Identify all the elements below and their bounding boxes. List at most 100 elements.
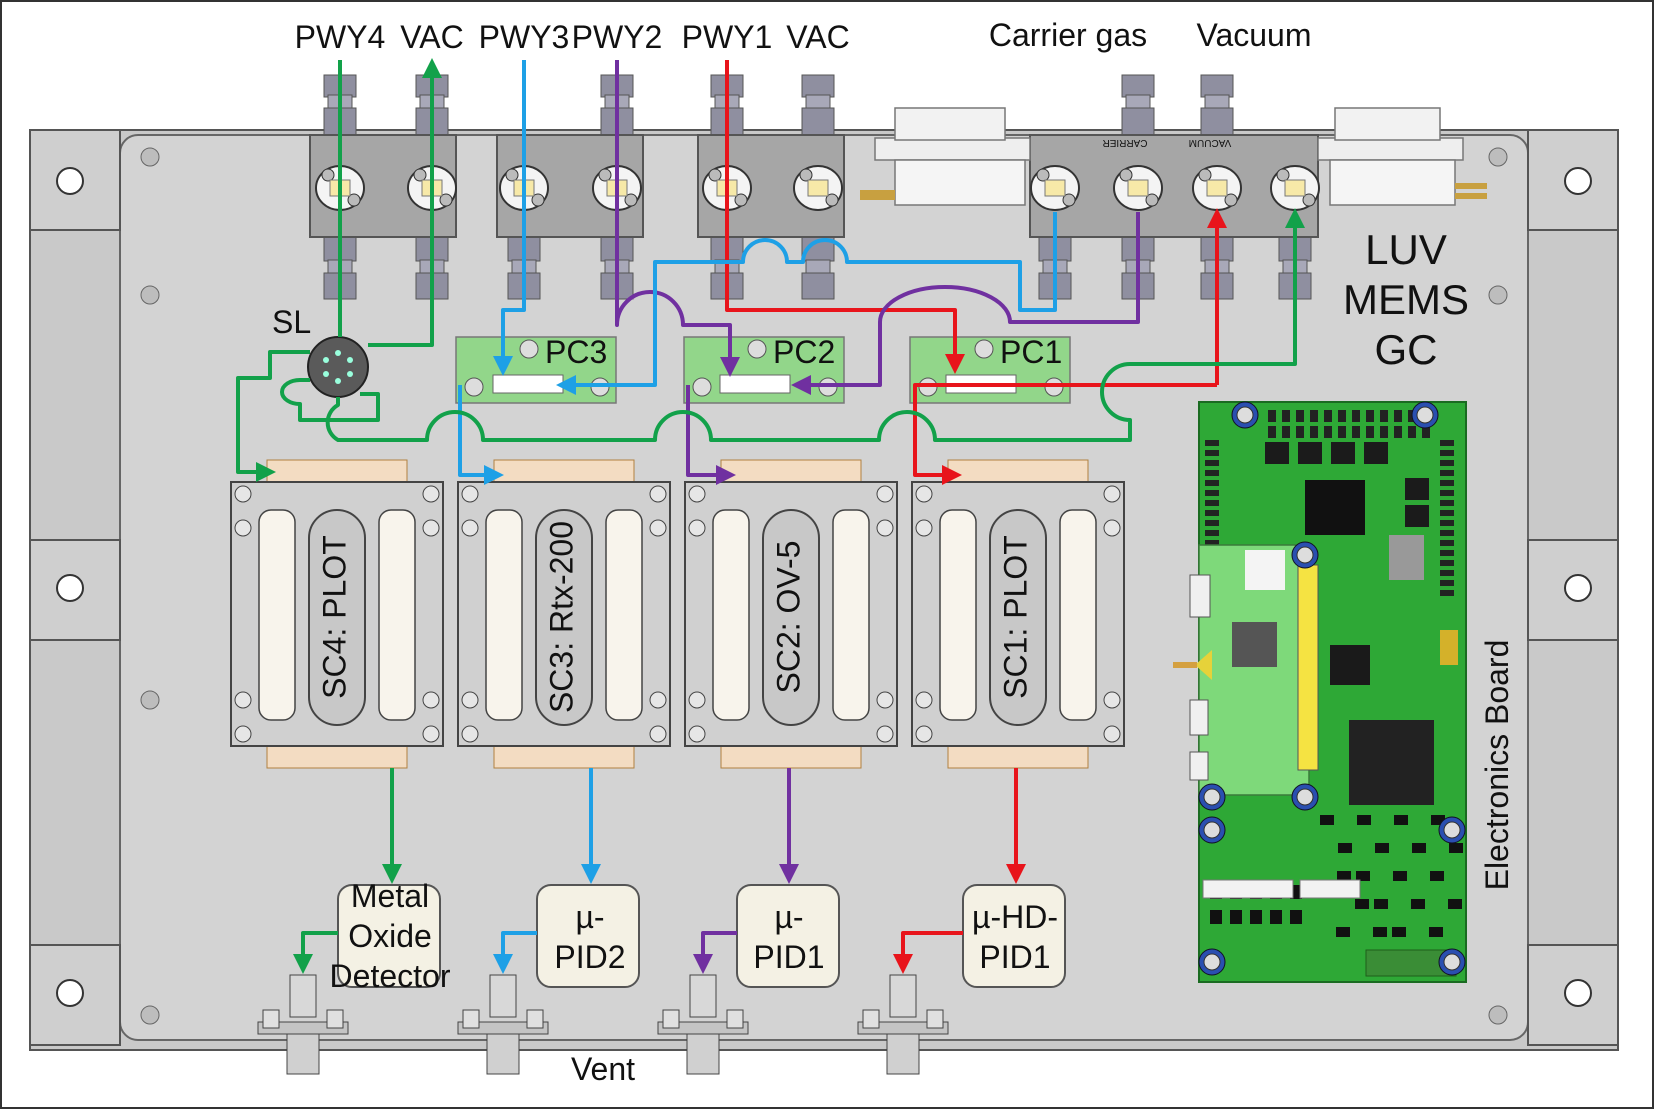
column-sc4[interactable]: SC4: PLOT xyxy=(230,459,444,769)
flow-line-pid2-to-vent xyxy=(493,931,537,974)
vent-fitting xyxy=(857,974,949,1075)
solenoid-valve xyxy=(1113,165,1163,211)
dsub-connector xyxy=(894,107,1006,141)
pressure-controllers: PC3 PC2 PC1 xyxy=(455,334,1071,404)
flow-line-carrier-to-pc3 xyxy=(556,212,1057,395)
solenoid-valve xyxy=(1030,165,1080,211)
sample-loop-label: SL xyxy=(272,304,311,340)
mounting-hole xyxy=(1564,574,1592,602)
detector-hd-pid1 xyxy=(962,884,1066,988)
solenoid-valve xyxy=(793,165,843,211)
mounting-hole xyxy=(1564,979,1592,1007)
tube-fitting xyxy=(801,74,835,136)
pressure-controller-pc3[interactable]: PC3 xyxy=(455,334,617,404)
flow-line-pid1-to-vent xyxy=(693,931,737,974)
title-line-3: GC xyxy=(1375,326,1438,373)
dsub-connector xyxy=(1334,107,1441,141)
pc3-label: PC3 xyxy=(545,334,607,370)
flow-line-pc1-to-sc1 xyxy=(913,383,1217,485)
carrier-manifold-label: CARRIER xyxy=(1102,137,1147,148)
dsub-connector xyxy=(874,137,1031,161)
vent-fittings xyxy=(257,974,949,1075)
port-labels: PWY4 VAC PWY3 PWY2 PWY1 VAC Carrier gas … xyxy=(295,17,1312,55)
device-title: LUV MEMS GC xyxy=(1343,226,1469,373)
screw xyxy=(1438,948,1466,976)
pid2-label-line-2: PID2 xyxy=(554,939,625,975)
vent-fitting xyxy=(457,974,549,1075)
detector-pid1 xyxy=(736,884,840,988)
flow-line-pwy3 xyxy=(493,60,526,376)
column-label-sc2: SC2: OV-5 xyxy=(770,541,806,694)
vacuum-manifold-label: VACUUM xyxy=(1189,137,1232,148)
flow-line-pc2-to-sc2 xyxy=(686,385,736,485)
pressure-controller-pc1[interactable]: PC1 xyxy=(909,334,1071,404)
column-sc1[interactable]: SC1: PLOT xyxy=(911,459,1125,769)
detector-metal-oxide xyxy=(337,884,441,988)
detector-labels: Metal Oxide Detector µ- PID2 µ- PID1 µ-H… xyxy=(330,878,1058,994)
flow-line-sl-to-carrier xyxy=(325,208,1305,442)
pid1-label-line-2: PID1 xyxy=(753,939,824,975)
mox-label-line-3: Detector xyxy=(330,958,451,994)
flow-paths xyxy=(236,58,1305,974)
column-sc2[interactable]: SC2: OV-5 xyxy=(684,459,898,769)
hdpid1-label-line-1: µ-HD- xyxy=(972,899,1058,935)
separation-columns: SC4: PLOT SC3: Rtx-200 SC2: OV-5 SC1: PLOT xyxy=(230,459,1125,769)
dsub-connector xyxy=(1317,137,1464,161)
vent-fitting xyxy=(257,974,349,1075)
screw xyxy=(1291,541,1319,569)
tube-fitting xyxy=(1200,74,1234,136)
tube-fitting xyxy=(801,236,835,300)
column-sc3[interactable]: SC3: Rtx-200 xyxy=(457,459,671,769)
screw xyxy=(1198,948,1226,976)
screw xyxy=(1198,783,1226,811)
flow-line-mox-to-vent xyxy=(293,931,338,974)
pid1-label-line-1: µ- xyxy=(774,899,803,935)
pc2-label: PC2 xyxy=(773,334,835,370)
port-label-pwy4: PWY4 xyxy=(295,19,386,55)
flow-line-sample-loop-coil xyxy=(280,378,380,422)
flow-line-pwy2 xyxy=(615,60,740,377)
solenoid-valve xyxy=(1270,165,1320,211)
antenna-connector-icon xyxy=(1195,650,1212,680)
tube-fitting xyxy=(1121,74,1155,136)
electronics-board xyxy=(1173,401,1467,983)
flow-line-vac-from-sl xyxy=(368,58,442,347)
title-line-2: MEMS xyxy=(1343,276,1469,323)
pressure-controller-pc2[interactable]: PC2 xyxy=(683,334,845,404)
screw xyxy=(1231,401,1259,429)
screw xyxy=(1291,783,1319,811)
sample-loop[interactable]: SL xyxy=(272,304,369,398)
dsub-connectors xyxy=(860,107,1487,206)
column-label-sc3: SC3: Rtx-200 xyxy=(543,521,579,713)
flow-line-carrier-to-pc2 xyxy=(791,212,1140,395)
column-label-sc4: SC4: PLOT xyxy=(316,535,352,699)
flow-line-sl-to-sc4 xyxy=(236,350,310,482)
pid2-label-line-1: µ- xyxy=(575,899,604,935)
flow-line-pwy1 xyxy=(725,60,965,374)
port-label-vac-left: VAC xyxy=(400,19,463,55)
hdpid1-label-line-2: PID1 xyxy=(979,939,1050,975)
screw xyxy=(1198,816,1226,844)
port-label-pwy1: PWY1 xyxy=(682,19,773,55)
vent-label: Vent xyxy=(571,1051,635,1087)
mox-label-line-2: Oxide xyxy=(348,918,432,954)
screw xyxy=(1438,816,1466,844)
port-label-vac-right: VAC xyxy=(786,19,849,55)
solenoid-valve xyxy=(1192,165,1242,211)
screw xyxy=(1411,401,1439,429)
column-label-sc1: SC1: PLOT xyxy=(997,535,1033,699)
flow-line-pc3-to-sc3 xyxy=(458,385,504,485)
detectors xyxy=(337,884,1066,988)
mox-label-line-1: Metal xyxy=(351,878,429,914)
mounting-hole xyxy=(56,979,84,1007)
detector-pid2 xyxy=(536,884,640,988)
port-label-carrier-gas: Carrier gas xyxy=(989,17,1147,53)
mounting-hole xyxy=(56,167,84,195)
port-label-pwy3: PWY3 xyxy=(479,19,570,55)
flow-line-hdpid1-to-vent xyxy=(893,931,963,974)
mounting-hole xyxy=(1564,167,1592,195)
electronics-board-label: Electronics Board xyxy=(1479,640,1515,891)
port-label-vacuum: Vacuum xyxy=(1196,17,1311,53)
